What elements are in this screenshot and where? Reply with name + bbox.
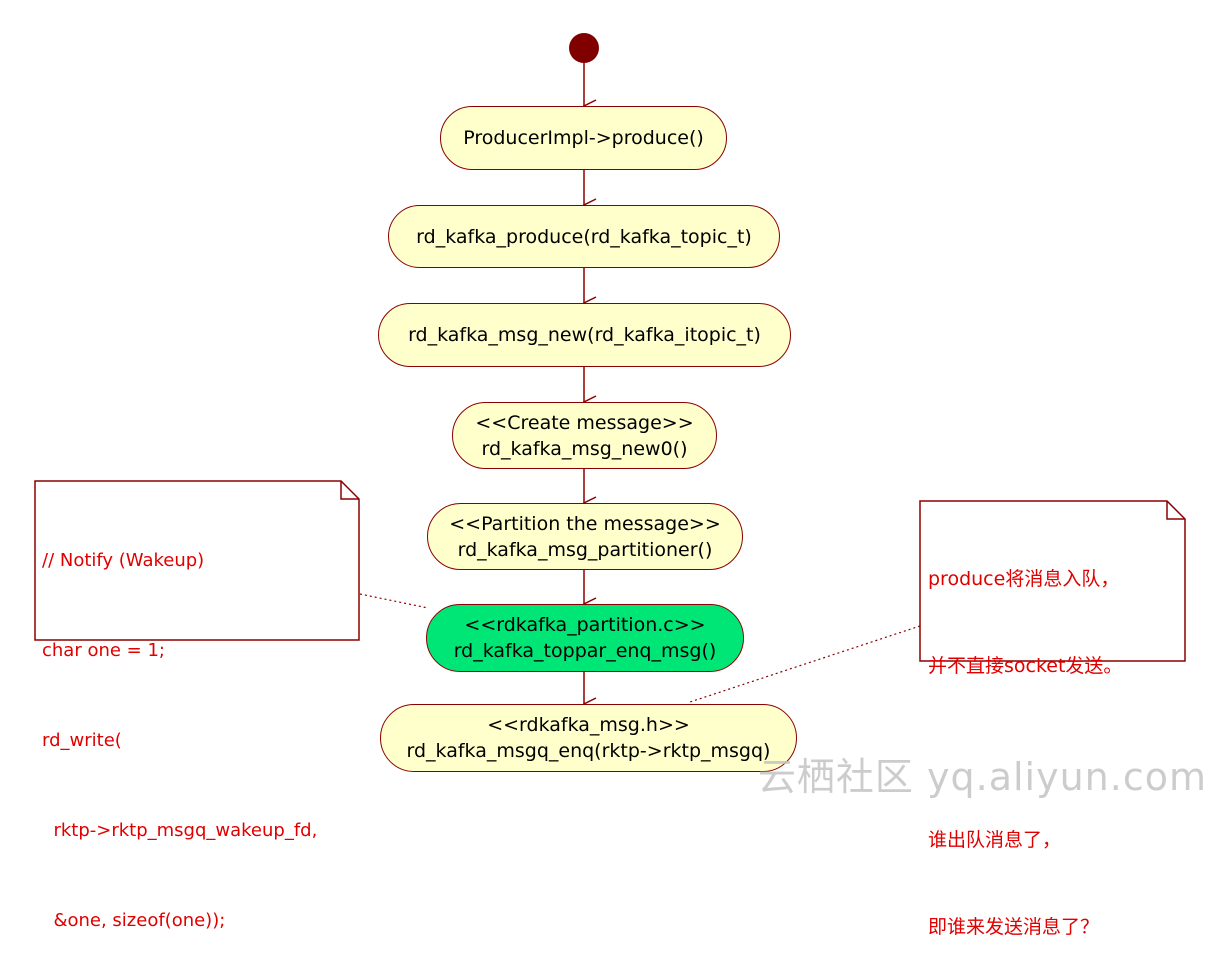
note-right-text: produce将消息入队， 并不直接socket发送。 谁出队消息了， 即谁来发… bbox=[928, 507, 1122, 971]
node-label: rd_kafka_msgq_enq(rktp->rktp_msgq) bbox=[406, 740, 771, 762]
activity-toppar-enq-msg: <<rdkafka_partition.c>> rd_kafka_toppar_… bbox=[426, 604, 744, 672]
activity-producerimpl-produce: ProducerImpl->produce() bbox=[440, 106, 727, 170]
node-stereotype: <<rdkafka_partition.c>> bbox=[464, 614, 706, 636]
activity-partition-message: <<Partition the message>> rd_kafka_msg_p… bbox=[427, 503, 743, 570]
watermark: 云栖社区 yq.aliyun.com bbox=[757, 755, 1207, 799]
note-line: char one = 1; bbox=[42, 640, 165, 661]
note-line: &one, sizeof(one)); bbox=[42, 910, 226, 931]
note-left-text: // Notify (Wakeup) char one = 1; rd_writ… bbox=[42, 486, 317, 966]
activity-msgq-enq: <<rdkafka_msg.h>> rd_kafka_msgq_enq(rktp… bbox=[380, 704, 797, 772]
note-connector-left bbox=[359, 593, 429, 609]
node-stereotype: <<Create message>> bbox=[475, 411, 694, 434]
activity-diagram bbox=[34, 33, 1186, 807]
node-label: rd_kafka_toppar_enq_msg() bbox=[453, 640, 717, 662]
note-box-right bbox=[919, 500, 1186, 662]
node-label: ProducerImpl->produce() bbox=[463, 127, 704, 149]
note-line: rktp->rktp_msgq_wakeup_fd, bbox=[42, 820, 318, 841]
note-connector-right bbox=[689, 625, 921, 703]
note-line: rd_write( bbox=[42, 730, 122, 751]
note-line: produce将消息入队， bbox=[928, 568, 1120, 590]
activity-rd-kafka-msg-new: rd_kafka_msg_new(rd_kafka_itopic_t) bbox=[378, 303, 791, 367]
node-label: rd_kafka_msg_new(rd_kafka_itopic_t) bbox=[408, 324, 761, 346]
start-node bbox=[569, 33, 599, 63]
note-line: 即谁来发送消息了？ bbox=[928, 916, 1100, 938]
node-label: rd_kafka_produce(rd_kafka_topic_t) bbox=[416, 225, 752, 248]
note-line: // Notify (Wakeup) bbox=[42, 550, 205, 571]
note-line: 并不直接socket发送。 bbox=[928, 655, 1123, 677]
activity-rd-kafka-produce: rd_kafka_produce(rd_kafka_topic_t) bbox=[388, 205, 780, 268]
node-label: rd_kafka_msg_new0() bbox=[481, 437, 688, 460]
node-stereotype: <<Partition the message>> bbox=[449, 512, 721, 535]
node-label: rd_kafka_msg_partitioner() bbox=[457, 538, 713, 561]
note-line: 谁出队消息了， bbox=[928, 829, 1062, 851]
activity-create-message: <<Create message>> rd_kafka_msg_new0() bbox=[452, 402, 717, 469]
node-stereotype: <<rdkafka_msg.h>> bbox=[487, 714, 690, 736]
note-box-left bbox=[34, 480, 360, 641]
